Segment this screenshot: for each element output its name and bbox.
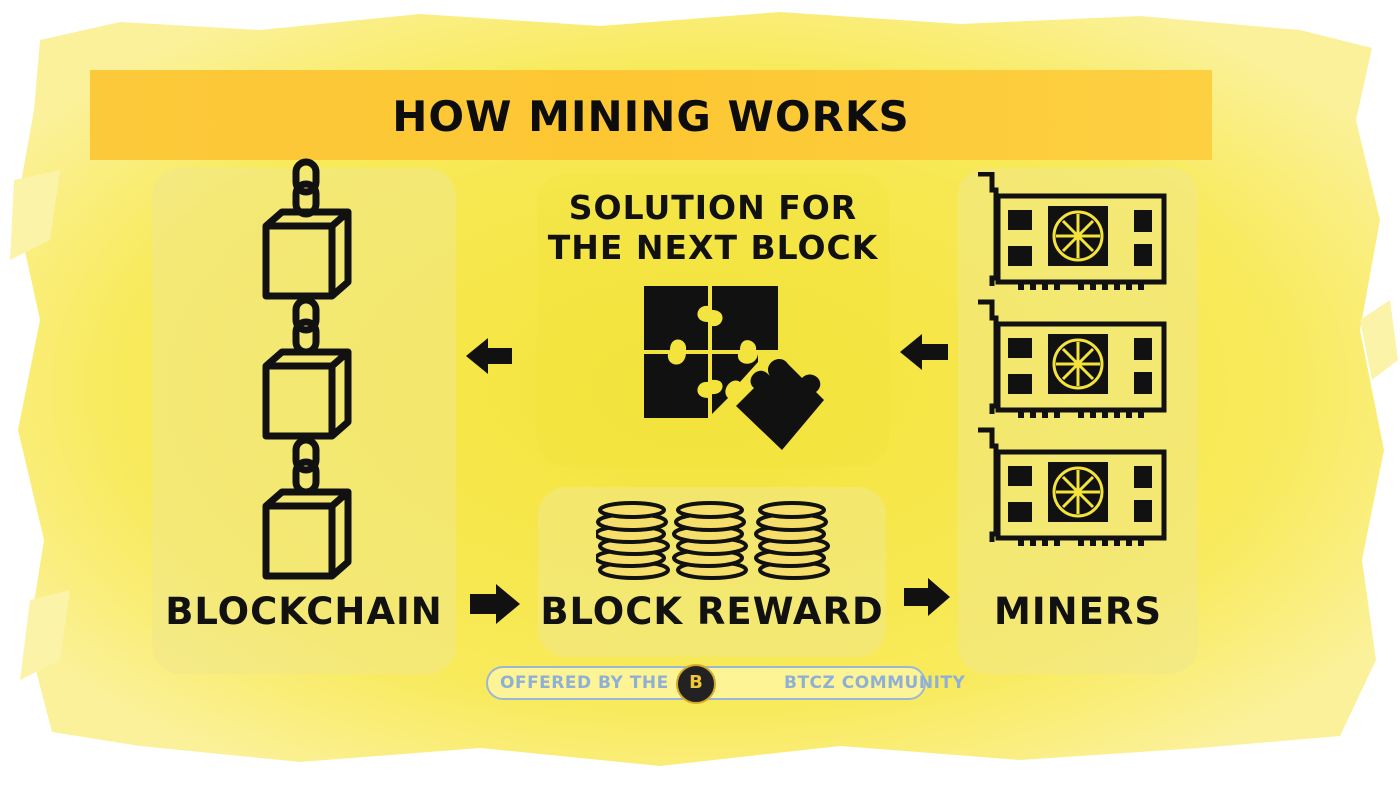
gpu-cards-icon xyxy=(978,172,1168,550)
title-bar: HOW MINING WORKS xyxy=(90,70,1212,160)
solution-panel xyxy=(537,174,889,466)
arrow-left-icon xyxy=(466,338,512,374)
arrow-left-icon xyxy=(900,334,948,370)
footer-credit-left: OFFERED BY THE xyxy=(500,673,669,693)
diagram-title: HOW MINING WORKS xyxy=(392,92,910,141)
footer-credit: OFFERED BY THE B BTCZ COMMUNITY xyxy=(486,664,965,704)
blockchain-label: BLOCKCHAIN xyxy=(165,590,443,633)
arrow-right-icon xyxy=(470,584,520,624)
btcz-logo-icon: B xyxy=(676,664,716,704)
block-reward-label: BLOCK REWARD xyxy=(540,590,884,633)
puzzle-icon xyxy=(644,286,824,450)
footer-credit-right: BTCZ COMMUNITY xyxy=(784,673,966,693)
miners-label: MINERS xyxy=(994,590,1162,633)
solution-label: SOLUTION FOR THE NEXT BLOCK xyxy=(547,188,879,267)
btcz-logo-letter: B xyxy=(689,672,703,693)
coin-stacks-icon xyxy=(596,501,830,580)
arrow-right-icon xyxy=(904,578,950,616)
blockchain-icon xyxy=(262,158,352,580)
blockchain-panel xyxy=(152,168,456,674)
